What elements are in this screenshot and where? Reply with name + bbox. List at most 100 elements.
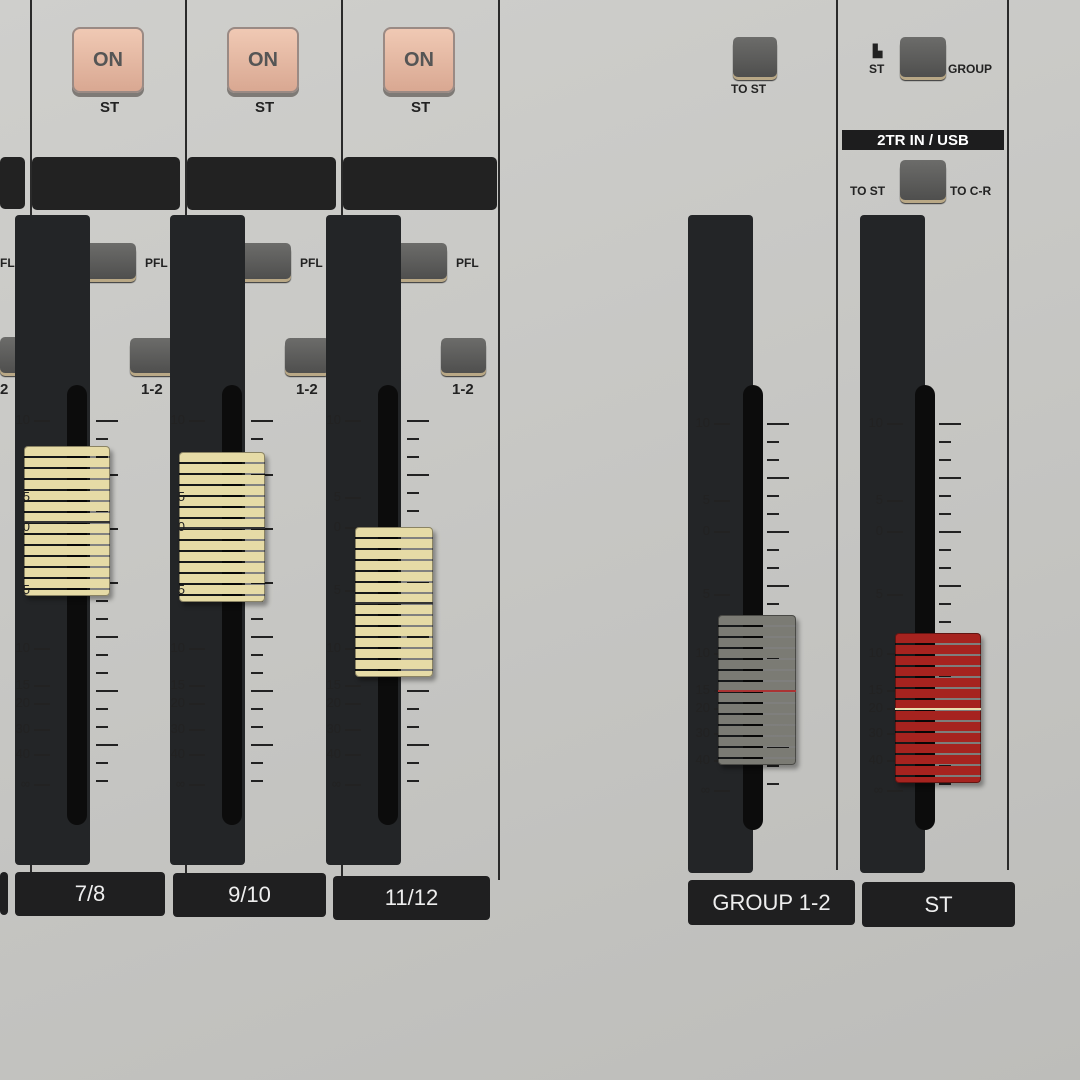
channel-1-scale-tick xyxy=(34,754,50,756)
group-scale-tick xyxy=(767,585,789,587)
channel-1-scale-tick xyxy=(96,420,118,422)
channel-3-scale-tick xyxy=(407,726,419,728)
partial-label-plate xyxy=(0,872,8,915)
channel-2-scale-tick xyxy=(251,690,273,692)
channel-1-scale-tick xyxy=(96,690,118,692)
channel-3-bus-label: 1-2 xyxy=(452,381,474,398)
channel-2-assign-label: ST xyxy=(255,99,275,116)
stereo-scale-tick xyxy=(939,459,951,461)
channel-3-scale-tick xyxy=(345,729,361,731)
stereo-scale-tick xyxy=(887,423,903,425)
stereo-scale-tick xyxy=(939,567,951,569)
channel-1-on-button[interactable]: ON xyxy=(72,27,144,93)
channel-3-scale-label: 10 xyxy=(326,640,341,655)
stereo-scale-label: ∞ xyxy=(873,782,883,797)
channel-1-scale-tick xyxy=(96,780,108,782)
channel-1-pfl-label: PFL xyxy=(145,256,168,270)
st-group-switch[interactable] xyxy=(900,37,946,77)
channel-2-scale-label: 15 xyxy=(170,677,185,692)
channel-2-scale-label: ∞ xyxy=(175,776,185,791)
group-scale-tick xyxy=(767,495,779,497)
stereo-scale-label: 15 xyxy=(868,682,883,697)
group-scale-label: 15 xyxy=(695,682,710,697)
channel-1-scale-label: 30 xyxy=(15,721,30,736)
strip-divider xyxy=(498,0,500,880)
channel-3-bus-button[interactable] xyxy=(441,338,486,373)
channel-3-scale-label: ∞ xyxy=(331,776,341,791)
channel-3-scale-tick xyxy=(407,690,429,692)
channel-1-scale-label: 10 xyxy=(15,640,30,655)
partial-pfl-label: FL xyxy=(0,256,15,270)
group-scale-tick xyxy=(767,441,779,443)
channel-3-on-button[interactable]: ON xyxy=(383,27,455,93)
group-scale-tick xyxy=(767,459,779,461)
channel-3-scale-tick xyxy=(407,708,419,710)
stereo-scale-label: 10 xyxy=(868,415,883,430)
channel-3-scale-tick xyxy=(345,590,361,592)
channel-1-bus-button[interactable] xyxy=(130,338,175,373)
channel-1-scale-label: ∞ xyxy=(20,776,30,791)
channel-3-scale-tick xyxy=(407,474,429,476)
channel-2-scale-tick xyxy=(189,729,205,731)
channel-1-fader-line xyxy=(24,521,110,523)
stereo-scale-tick xyxy=(939,513,951,515)
stereo-scale-label: 20 xyxy=(868,700,883,715)
channel-2-on-button[interactable]: ON xyxy=(227,27,299,93)
channel-2-scale-tick xyxy=(251,420,273,422)
stereo-scale-label: 30 xyxy=(868,725,883,740)
channel-3-name-bar xyxy=(343,157,497,210)
channel-3-scale-tick xyxy=(345,703,361,705)
partial-name-bar xyxy=(0,157,25,209)
channel-1-scale-tick xyxy=(96,762,108,764)
channel-2-scale-tick xyxy=(251,744,273,746)
channel-3-scale-tick xyxy=(407,780,419,782)
channel-1-scale-label: 5 xyxy=(22,582,30,597)
channel-2-scale-label: 40 xyxy=(170,746,185,761)
group-scale-tick xyxy=(767,567,779,569)
channel-2-scale-label: 0 xyxy=(177,519,185,534)
group-scale-label: ∞ xyxy=(700,782,710,797)
channel-3-scale-tick xyxy=(345,685,361,687)
channel-2-scale-tick xyxy=(251,726,263,728)
group-scale-tick xyxy=(767,477,789,479)
channel-2-scale-tick xyxy=(251,654,263,656)
group-fader-line xyxy=(718,690,796,692)
channel-3-pfl-label: PFL xyxy=(456,256,479,270)
channel-2-name-bar xyxy=(187,157,336,210)
channel-3-scale-tick xyxy=(407,744,429,746)
channel-1-scale-tick xyxy=(96,600,108,602)
group-scale-label: 10 xyxy=(695,645,710,660)
group-scale-tick xyxy=(767,765,779,767)
group-scale-tick xyxy=(767,603,779,605)
stereo-scale-tick xyxy=(939,495,951,497)
channel-1-scale-tick xyxy=(34,685,50,687)
channel-3-label-plate: 11/12 xyxy=(333,876,490,920)
channel-3-scale-label: 40 xyxy=(326,746,341,761)
usb-section-title: 2TR IN / USB xyxy=(842,130,1004,150)
stereo-scale-tick xyxy=(939,531,961,533)
stereo-fader-line xyxy=(895,708,981,710)
stereo-scale-tick xyxy=(887,531,903,533)
channel-2-scale-tick xyxy=(189,784,205,786)
channel-3-scale-tick xyxy=(345,497,361,499)
channel-3-scale-label: 5 xyxy=(333,582,341,597)
channel-1-scale-tick xyxy=(96,744,118,746)
group-scale-tick xyxy=(714,790,730,792)
st-switch-left-label: ST xyxy=(869,62,885,76)
channel-3-scale-label: 30 xyxy=(326,721,341,736)
group-scale-label: 5 xyxy=(702,586,710,601)
stereo-scale-tick xyxy=(939,603,951,605)
group-to-st-button[interactable] xyxy=(733,37,777,77)
group-scale-tick xyxy=(767,531,789,533)
channel-2-scale-tick xyxy=(189,685,205,687)
usb-switch[interactable] xyxy=(900,160,946,200)
channel-3-scale-label: 0 xyxy=(333,519,341,534)
channel-2-scale-tick xyxy=(251,708,263,710)
channel-1-name-bar xyxy=(32,157,180,210)
group-scale-tick xyxy=(714,594,730,596)
channel-1-scale-tick xyxy=(96,708,108,710)
channel-1-scale-tick xyxy=(96,672,108,674)
channel-1-assign-label: ST xyxy=(100,99,120,116)
st-up-icon: ▙ xyxy=(873,44,883,58)
channel-2-bus-button[interactable] xyxy=(285,338,330,373)
